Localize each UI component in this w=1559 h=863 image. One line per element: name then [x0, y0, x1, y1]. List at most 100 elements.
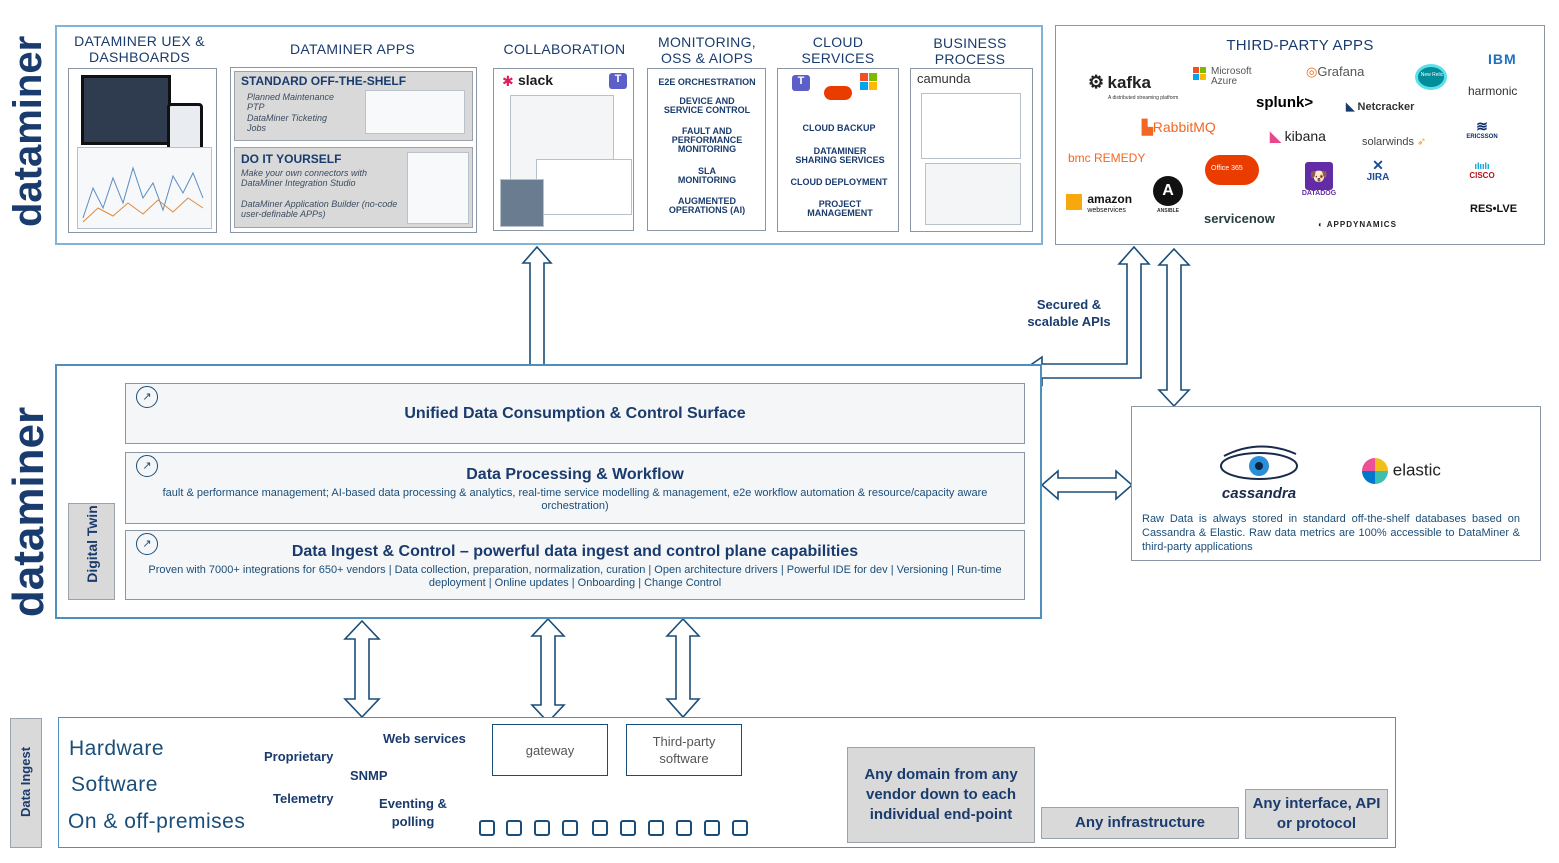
grafana-logo: ◎Grafana	[1306, 64, 1364, 80]
monitoring-item: FAULT AND PERFORMANCE MONITORING	[671, 126, 743, 154]
device-icon	[620, 820, 636, 836]
appdynamics-logo: ◐ APPDYNAMICS	[1318, 220, 1397, 229]
device-icon	[676, 820, 692, 836]
dashboard-tablet-screenshot	[81, 75, 171, 145]
datadog-label: DATADOG	[1301, 190, 1337, 197]
ansible-logo: A ANSIBLE	[1150, 176, 1186, 214]
ericsson-label: ERICSSON	[1466, 134, 1498, 140]
appdynamics-label: APPDYNAMICS	[1326, 220, 1397, 229]
digital-twin-label: Digital Twin	[84, 505, 100, 583]
middle-brand-label: dataminer	[4, 406, 53, 618]
office365-icon	[824, 86, 852, 100]
ingest-arrow-thirdparty	[665, 617, 701, 719]
third-party-title: THIRD-PARTY APPS	[1226, 37, 1374, 54]
ingest-arrow-hardware	[343, 619, 381, 719]
bpa-screenshot-1	[921, 93, 1021, 159]
unified-layer: ↗ Unified Data Consumption & Control Sur…	[125, 383, 1025, 444]
cloud-item: CLOUD DEPLOYMENT	[790, 177, 888, 187]
layer-brand-icon: ↗	[136, 386, 158, 408]
solarwinds-logo: solarwinds ➶	[1362, 135, 1426, 148]
collaboration-panel: ✱ slack T	[493, 68, 634, 231]
ibm-logo: IBM	[1488, 51, 1517, 67]
office365-label: Office 365	[1211, 165, 1243, 172]
teams-icon: T	[609, 73, 627, 89]
datadog-logo: 🐶 DATADOG	[1297, 162, 1341, 197]
resolve-logo: RES•LVE	[1470, 203, 1518, 215]
solarwinds-label: solarwinds	[1362, 136, 1414, 148]
ots-item: PTP	[247, 102, 265, 112]
grafana-label: Grafana	[1317, 64, 1365, 79]
third-party-panel	[1055, 25, 1545, 245]
dashboard-chart-screenshot	[77, 147, 212, 229]
servicenow-logo: servicenow	[1204, 211, 1275, 226]
newrelic-label: New Relic	[1420, 72, 1444, 78]
rabbitmq-logo: ▙RabbitMQ	[1142, 119, 1216, 136]
ingest-layer: ↗ Data Ingest & Control – powerful data …	[125, 530, 1025, 600]
top-brand-label: dataminer	[6, 35, 50, 227]
device-icon	[704, 820, 720, 836]
device-icon	[479, 820, 495, 836]
ansible-label: ANSIBLE	[1157, 208, 1179, 214]
ericsson-icon: ≋	[1476, 118, 1488, 134]
device-icon	[592, 820, 608, 836]
layer-brand-icon: ↗	[136, 455, 158, 477]
uex-title: DATAMINER UEX & DASHBOARDS	[74, 33, 205, 65]
aws-icon	[1066, 194, 1082, 210]
uex-panel	[68, 68, 217, 233]
cloud-panel: T CLOUD BACKUP DATAMINER SHARING SERVICE…	[777, 68, 899, 232]
protocol-proprietary: Proprietary	[264, 749, 334, 764]
datadog-icon: 🐶	[1305, 162, 1333, 190]
category-software: Software	[71, 773, 158, 796]
ingest-arrow-gateway	[530, 617, 566, 724]
harmonic-logo: harmonic	[1468, 84, 1518, 98]
monitoring-item: DEVICE AND SERVICE CONTROL	[663, 96, 751, 115]
monitoring-item: E2E ORCHESTRATION	[658, 77, 756, 87]
netcracker-label: Netcracker	[1357, 101, 1415, 113]
data-ingest-side-tab	[10, 718, 42, 848]
elastic-logo: elastic	[1362, 458, 1441, 484]
cloud-title: CLOUD SERVICES	[801, 34, 875, 66]
device-icon	[648, 820, 664, 836]
ansible-icon: A	[1153, 176, 1183, 206]
any-interface-box: Any interface, API or protocol	[1245, 789, 1388, 839]
ms-grid-icon	[1193, 67, 1199, 73]
ots-panel: STANDARD OFF-THE-SHELF Planned Maintenan…	[234, 71, 473, 141]
jira-icon: ✕	[1372, 157, 1384, 173]
diy-panel: DO IT YOURSELF Make your own connectors …	[234, 147, 473, 228]
camunda-logo: camunda	[917, 71, 971, 86]
rabbitmq-label: RabbitMQ	[1152, 119, 1216, 135]
third-party-software-box: Third-party software	[626, 724, 742, 776]
third-party-software-label: Third-party software	[652, 734, 716, 766]
rabbitmq-icon: ▙	[1142, 119, 1153, 135]
bpa-screenshot-2	[925, 163, 1021, 225]
diy-title: DO IT YOURSELF	[241, 152, 342, 166]
ots-item: DataMiner Ticketing	[247, 113, 327, 123]
dashboard-chart-graphic	[82, 166, 204, 223]
jira-logo: ✕ JIRA	[1366, 158, 1390, 183]
collab-screenshot-3	[500, 179, 544, 227]
aws-label: amazon	[1087, 192, 1133, 206]
aws-logo: amazon webservices	[1066, 192, 1133, 216]
digital-twin-tab	[68, 503, 115, 600]
gateway-label: gateway	[525, 743, 575, 758]
category-premises: On & off-premises	[68, 810, 246, 833]
aws-sublabel: webservices	[1087, 207, 1126, 214]
cloud-item: DATAMINER SHARING SERVICES	[795, 146, 885, 165]
monitoring-item: AUGMENTED OPERATIONS (AI)	[668, 196, 746, 215]
device-icon	[732, 820, 748, 836]
kibana-icon: ◣	[1270, 128, 1281, 144]
ots-item: Planned Maintenance	[247, 92, 335, 102]
ots-screenshot	[365, 90, 465, 134]
kibana-label: kibana	[1284, 128, 1326, 144]
splunk-logo: splunk>	[1256, 94, 1314, 111]
collaboration-title: COLLABORATION	[503, 41, 626, 57]
data-ingest-label: Data Ingest	[18, 746, 33, 818]
ots-title: STANDARD OFF-THE-SHELF	[241, 74, 407, 88]
kibana-logo: ◣ kibana	[1270, 128, 1326, 145]
apis-label: Secured & scalable APIs	[1027, 297, 1111, 329]
solarwinds-icon: ➶	[1417, 136, 1427, 148]
protocol-eventing: Eventing & polling	[379, 796, 447, 829]
grafana-icon: ◎	[1306, 64, 1318, 79]
processing-layer: ↗ Data Processing & Workflow fault & per…	[125, 452, 1025, 524]
bmc-logo: bmc REMEDY	[1068, 151, 1146, 165]
